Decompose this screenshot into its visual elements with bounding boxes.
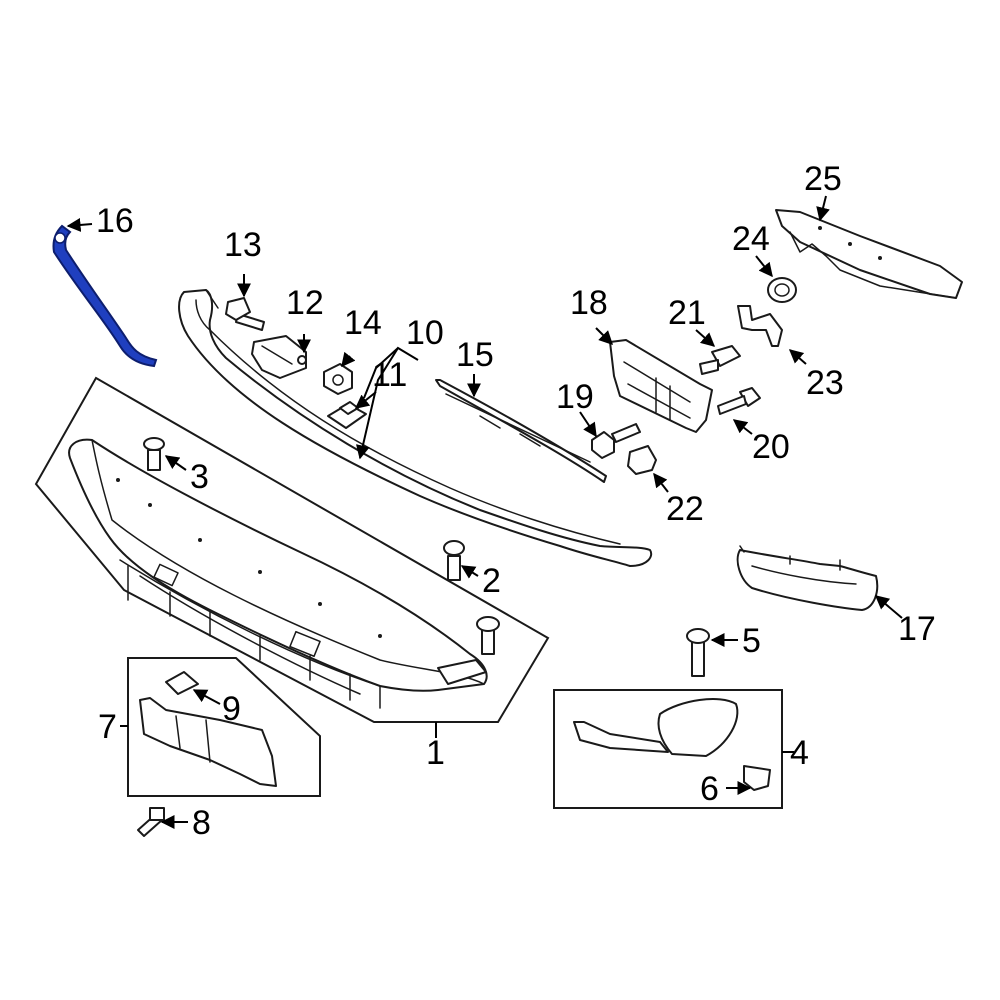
part-7-shield-group[interactable] <box>127 657 321 797</box>
part-20-bolt[interactable] <box>717 387 761 415</box>
callout-9: 9 <box>222 690 241 728</box>
part-13-bolt[interactable] <box>225 297 265 331</box>
part-4-deflector-group[interactable] <box>553 689 783 809</box>
part-11-clip-nut[interactable] <box>327 401 367 429</box>
part-24-grommet[interactable] <box>767 277 797 303</box>
part-16-highlighted-strip[interactable] <box>52 224 158 368</box>
callout-2: 2 <box>482 562 501 600</box>
part-6-grommet[interactable] <box>743 765 771 791</box>
part-22-clip[interactable] <box>627 445 657 475</box>
part-2-bolt-secondary[interactable] <box>476 616 500 655</box>
part-14-nut[interactable] <box>323 363 353 395</box>
callout-labels: 1 2 3 4 5 6 7 8 9 10 11 12 13 14 15 16 1… <box>96 160 936 842</box>
callout-18: 18 <box>570 284 608 322</box>
callout-16: 16 <box>96 202 134 240</box>
part-25-upper-bracket[interactable] <box>775 209 963 299</box>
leader-lines <box>66 195 903 829</box>
callout-8: 8 <box>192 804 211 842</box>
part-8-pin[interactable] <box>137 807 165 837</box>
callout-5: 5 <box>742 622 761 660</box>
callout-11: 11 <box>372 356 407 394</box>
callout-12: 12 <box>286 284 324 322</box>
callout-21: 21 <box>668 294 706 332</box>
callout-22: 22 <box>666 490 704 528</box>
part-2-bolt[interactable] <box>443 540 465 581</box>
part-23-bracket[interactable] <box>737 305 783 347</box>
callout-3: 3 <box>190 458 209 496</box>
part-9-clip-nut[interactable] <box>165 671 199 695</box>
callout-14: 14 <box>344 304 382 342</box>
part-18-bracket[interactable] <box>609 339 713 433</box>
part-3-bolt[interactable] <box>143 437 165 471</box>
callout-10: 10 <box>406 314 444 352</box>
callout-4: 4 <box>790 734 809 772</box>
part-12-bracket[interactable] <box>251 335 307 379</box>
callout-7: 7 <box>98 708 117 746</box>
callout-19: 19 <box>556 378 594 416</box>
part-19-bolt[interactable] <box>591 423 641 459</box>
callout-1: 1 <box>426 734 445 772</box>
callout-20: 20 <box>752 428 790 466</box>
callout-25: 25 <box>804 160 842 198</box>
part-21-bolt[interactable] <box>699 345 741 375</box>
callout-17: 17 <box>898 610 936 648</box>
part-17-trim[interactable] <box>736 545 879 611</box>
part-1-reinforcement-group[interactable] <box>34 376 550 723</box>
part-5-bolt[interactable] <box>686 628 710 677</box>
callout-6: 6 <box>700 770 719 808</box>
callout-24: 24 <box>732 220 770 258</box>
callout-15: 15 <box>456 336 494 374</box>
callout-13: 13 <box>224 226 262 264</box>
callout-23: 23 <box>806 364 844 402</box>
part-15-strip[interactable] <box>435 379 607 483</box>
